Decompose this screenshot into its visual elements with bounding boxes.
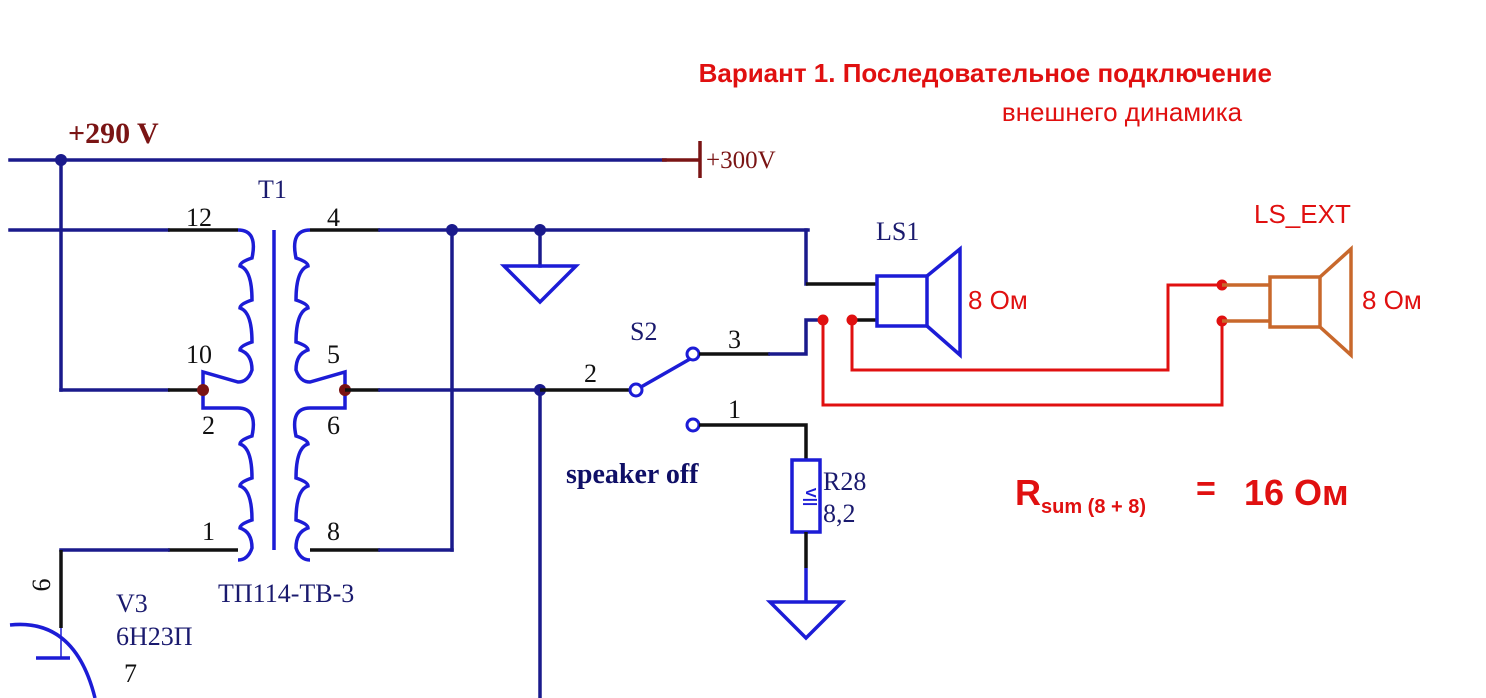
formula-r: R: [1015, 472, 1041, 513]
formula-result: 16 Ом: [1244, 472, 1349, 513]
speaker-ext-impedance: 8 Ом: [1362, 285, 1422, 315]
title-line-1: Вариант 1. Последовательное подключение: [699, 58, 1272, 88]
ground-icon: [499, 264, 581, 305]
speaker-ext-cone: [1318, 245, 1353, 359]
secondary-coil-lower: [292, 390, 347, 562]
speaker-ext-magnet: [1268, 275, 1322, 329]
speaker-ls1-impedance: 8 Ом: [968, 285, 1028, 315]
tube-pin-anode-label: 6: [27, 579, 56, 592]
switch-to-speaker-wire: [768, 318, 824, 356]
tube-model: 6Н23П: [116, 622, 193, 651]
pin-4-label: 4: [327, 203, 340, 232]
speaker-off-label: speaker off: [566, 459, 699, 490]
pin-8-label: 8: [327, 517, 340, 546]
pin-2-label: 2: [202, 411, 215, 440]
transformer-model: ТП114-ТВ-3: [218, 579, 354, 608]
pin-6-label: 6: [327, 411, 340, 440]
switch-lever: [640, 357, 691, 389]
switch-contact-speaker: [685, 346, 701, 362]
speaker-ext-ref: LS_EXT: [1254, 199, 1351, 229]
tube-envelope: [9, 622, 97, 698]
switch-pin-3-label: 3: [728, 325, 741, 354]
pin-10-label: 10: [186, 340, 212, 369]
supply-voltage-label: +290 V: [68, 117, 159, 150]
switch-pin-2-label: 2: [584, 359, 597, 388]
resistor-value: 8,2: [823, 499, 856, 528]
formula-equals: =: [1196, 470, 1216, 508]
supply-rail-label: +300V: [706, 147, 776, 174]
speaker-ls1-magnet: [875, 274, 929, 328]
switch-ref: S2: [630, 317, 657, 346]
ext-wire-upper: [850, 283, 1222, 372]
ext-wire-lower: [821, 320, 1224, 407]
ground-icon: [765, 600, 847, 641]
resistor-power-mark: V||: [802, 488, 819, 506]
switch-contact-common: [628, 382, 644, 398]
primary-coil-lower: [201, 390, 256, 562]
formula-subscript: sum (8 + 8): [1041, 496, 1146, 518]
pin-12-label: 12: [186, 203, 212, 232]
tube-ref: V3: [116, 589, 148, 618]
speaker-ls1-icon: [875, 245, 962, 359]
resistance-formula: R sum (8 + 8) = 16 Ом: [1015, 470, 1349, 518]
resistor-ref: R28: [823, 467, 866, 496]
speaker-ext-icon: [1268, 245, 1353, 359]
switch-contact-off: [685, 417, 701, 433]
speaker-ls1-cone: [925, 245, 962, 359]
pin-5-label: 5: [327, 340, 340, 369]
tube-pin-cathode-label: 7: [124, 659, 137, 688]
resistor-top-lead: [770, 423, 808, 460]
switch-pin-1-label: 1: [728, 395, 741, 424]
speaker-ls1-ref: LS1: [876, 217, 919, 246]
primary-coil-upper: [201, 228, 256, 390]
pin-1-label: 1: [202, 517, 215, 546]
primary-tap-dot: [197, 384, 209, 396]
switch-s2[interactable]: [628, 346, 701, 433]
title-line-2: внешнего динамика: [1002, 97, 1243, 127]
secondary-coil-upper: [292, 228, 347, 390]
transformer-ref: T1: [258, 175, 287, 204]
